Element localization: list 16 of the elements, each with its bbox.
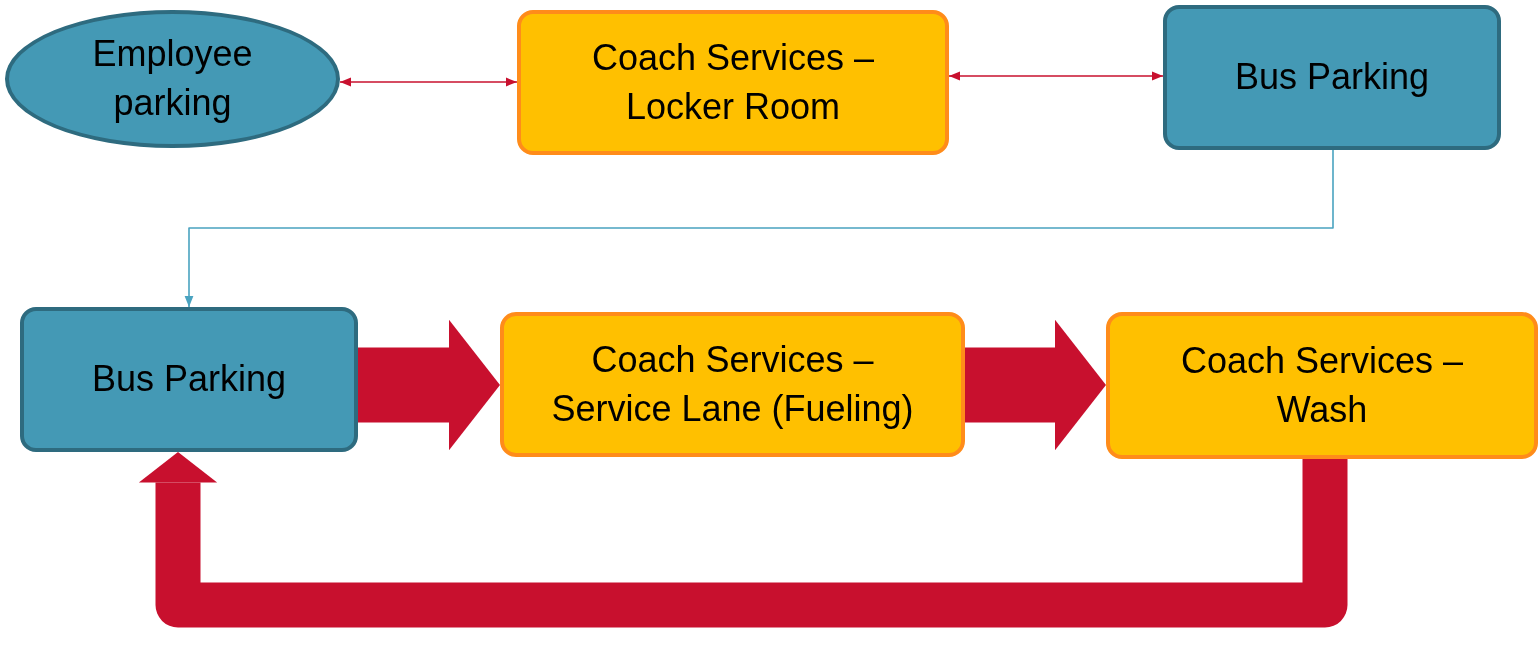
- block-arrow: [965, 319, 1106, 451]
- node-label: Coach Services – Wash: [1179, 338, 1465, 432]
- process-box: [1163, 5, 1501, 150]
- node-label: Bus Parking: [1233, 55, 1431, 100]
- process-box: [500, 312, 965, 457]
- arrow: [184, 149, 1334, 308]
- process-box: [20, 307, 358, 452]
- node-label: Bus Parking: [90, 357, 288, 402]
- process-box: [1106, 312, 1538, 459]
- node-label: Employee parking: [91, 32, 254, 125]
- node-label: Coach Services – Locker Room: [590, 35, 876, 129]
- arrow: [948, 71, 1164, 81]
- node-label: Coach Services – Service Lane (Fueling): [550, 337, 915, 431]
- arrow: [339, 77, 518, 87]
- process-box: [517, 10, 949, 155]
- block-arrow: [358, 319, 500, 451]
